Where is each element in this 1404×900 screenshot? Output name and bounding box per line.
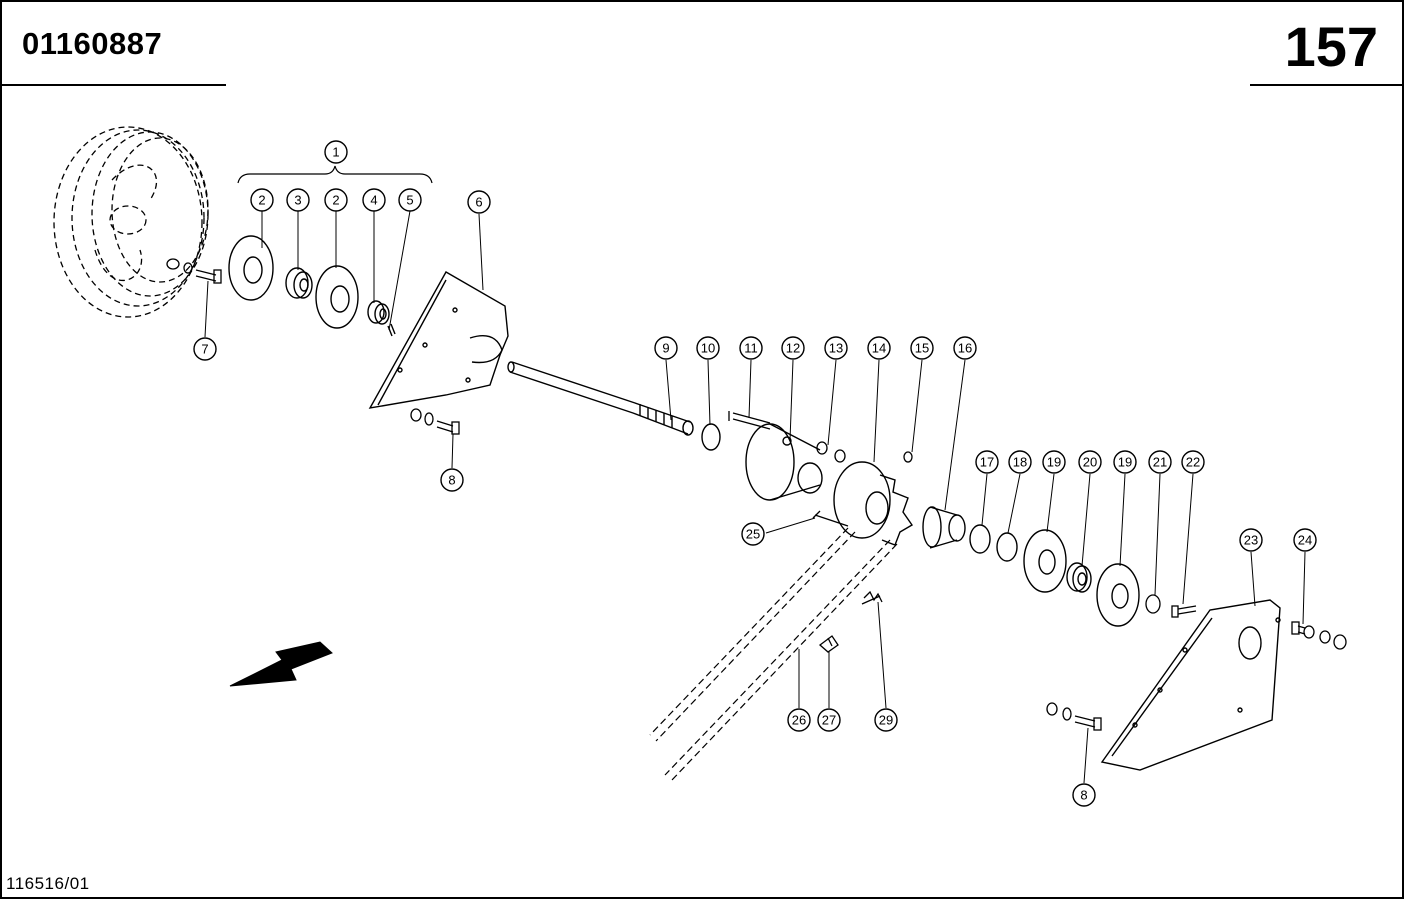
screw-15 xyxy=(903,451,913,463)
wheel-outline xyxy=(53,126,209,318)
callout-27: 27 xyxy=(822,713,836,728)
callout-26: 26 xyxy=(792,713,806,728)
callout-circles xyxy=(193,140,1317,807)
mounting-plate-left xyxy=(368,271,509,409)
callout-8a: 8 xyxy=(448,473,455,488)
bearing-right xyxy=(1066,562,1092,593)
bolt-set-right xyxy=(1291,621,1347,650)
connector-link xyxy=(818,635,839,653)
callout-19b: 19 xyxy=(1118,455,1132,470)
callout-14: 14 xyxy=(872,341,886,356)
callout-labels: 1 2 3 2 4 5 6 7 8 9 10 11 12 13 14 15 16… xyxy=(201,145,1312,803)
callout-2a: 2 xyxy=(258,193,265,208)
collar xyxy=(367,300,396,337)
page-number: 157 xyxy=(1284,15,1378,78)
flange-plate-left xyxy=(228,235,274,301)
bolt-set-middle xyxy=(410,408,460,435)
callout-17: 17 xyxy=(980,455,994,470)
leader-lines xyxy=(204,210,1306,784)
callout-25: 25 xyxy=(746,527,760,542)
sprocket-disk xyxy=(833,461,914,546)
bushing xyxy=(922,506,966,549)
drive-shaft xyxy=(507,361,694,436)
callout-12: 12 xyxy=(786,341,800,356)
callout-9: 9 xyxy=(662,341,669,356)
mounting-plate-right xyxy=(1100,599,1281,771)
callout-18: 18 xyxy=(1013,455,1027,470)
callout-23: 23 xyxy=(1244,533,1258,548)
callout-20: 20 xyxy=(1083,455,1097,470)
flange-plate-19b xyxy=(1096,563,1140,627)
direction-arrow-icon xyxy=(229,641,333,687)
flange-plate-right xyxy=(315,265,359,329)
chain xyxy=(649,527,898,782)
callout-4: 4 xyxy=(370,193,377,208)
callout-15: 15 xyxy=(915,341,929,356)
callout-13: 13 xyxy=(829,341,843,356)
washers-13 xyxy=(816,441,846,463)
bearing-left xyxy=(285,267,313,299)
tension-spring xyxy=(861,590,883,605)
grease-nipple xyxy=(812,510,849,527)
callout-3: 3 xyxy=(294,193,301,208)
washer-bolt-right xyxy=(1145,594,1197,618)
flange-plate-19a xyxy=(1023,529,1067,593)
reference-code: 116516/01 xyxy=(6,874,90,893)
callout-5: 5 xyxy=(406,193,413,208)
callout-2b: 2 xyxy=(332,193,339,208)
callout-24: 24 xyxy=(1298,533,1312,548)
callout-7: 7 xyxy=(201,342,208,357)
callout-22: 22 xyxy=(1186,455,1200,470)
callout-10: 10 xyxy=(701,341,715,356)
callout-11: 11 xyxy=(744,341,758,356)
callout-1: 1 xyxy=(332,145,339,160)
bolt-11 xyxy=(728,411,771,430)
snap-ring xyxy=(701,423,721,451)
callout-6: 6 xyxy=(475,195,482,210)
bolt-set-left xyxy=(166,258,222,284)
callout-19a: 19 xyxy=(1047,455,1061,470)
callout-21: 21 xyxy=(1153,455,1167,470)
hub xyxy=(745,423,823,501)
document-number: 01160887 xyxy=(22,26,163,61)
callout-16: 16 xyxy=(958,341,972,356)
bolt-set-lower xyxy=(1046,702,1102,731)
group-bracket xyxy=(237,165,433,184)
callout-29: 29 xyxy=(879,713,893,728)
callout-8b: 8 xyxy=(1080,788,1087,803)
rings xyxy=(969,524,1018,562)
